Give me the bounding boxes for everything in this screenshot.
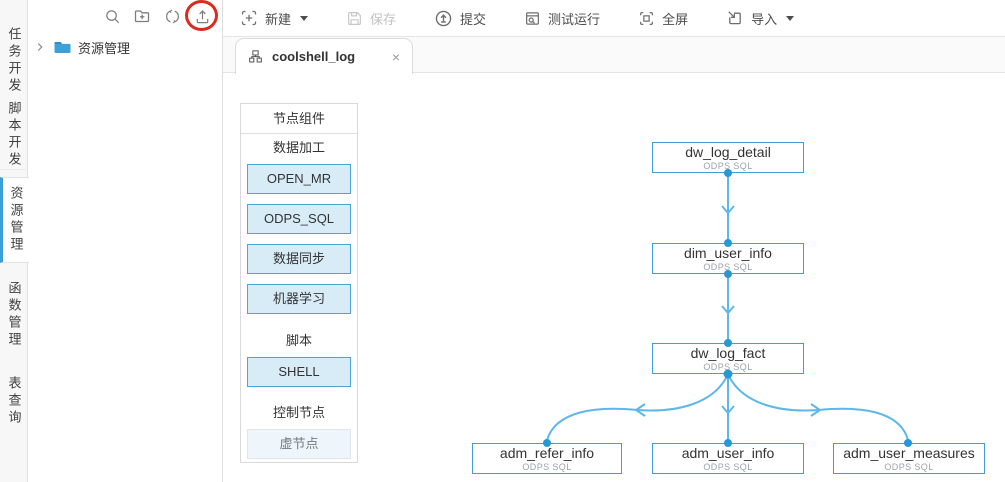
flow-node-dim-user-info[interactable]: dim_user_info ODPS SQL bbox=[652, 243, 804, 274]
palette-section-control-node: 控制节点 bbox=[272, 405, 325, 420]
palette-item-machine-learning[interactable]: 机器学习 bbox=[247, 284, 351, 314]
new-button-label: 新建 bbox=[265, 11, 292, 27]
palette-item-shell[interactable]: SHELL bbox=[247, 357, 351, 387]
sidebar-item-table-query[interactable]: 表查询 bbox=[6, 375, 22, 427]
chevron-right-icon[interactable] bbox=[33, 40, 47, 54]
resource-explorer-panel: 资源管理 bbox=[28, 0, 223, 482]
tab-coolshell-log[interactable]: coolshell_log × bbox=[235, 38, 413, 74]
tab-title: coolshell_log bbox=[272, 49, 356, 64]
folder-icon bbox=[54, 42, 71, 53]
save-icon bbox=[348, 11, 361, 25]
chevron-down-icon bbox=[786, 15, 795, 21]
palette-section-script: 脚本 bbox=[285, 333, 312, 348]
document-tabbar: coolshell_log × bbox=[223, 37, 1005, 74]
node-subtitle: ODPS SQL bbox=[522, 462, 572, 472]
submit-icon bbox=[435, 10, 452, 26]
fullscreen-button-label: 全屏 bbox=[662, 11, 689, 27]
node-subtitle: ODPS SQL bbox=[703, 362, 753, 372]
sidebar-item-task-dev[interactable]: 任务开发 bbox=[6, 27, 22, 95]
palette-item-virtual-node[interactable]: 虚节点 bbox=[247, 429, 351, 459]
tree-item-resource-mgmt[interactable]: 资源管理 bbox=[33, 37, 130, 57]
palette-item-odps-sql[interactable]: ODPS_SQL bbox=[247, 204, 351, 234]
palette-title: 节点组件 bbox=[241, 104, 357, 134]
new-icon bbox=[241, 10, 257, 26]
flow-node-adm-refer-info[interactable]: adm_refer_info ODPS SQL bbox=[472, 443, 622, 474]
workflow-canvas[interactable]: 节点组件 数据加工 OPEN_MR ODPS_SQL 数据同步 机器学习 脚本 … bbox=[223, 73, 1005, 482]
test-run-button[interactable]: 测试运行 bbox=[524, 9, 600, 28]
save-button[interactable]: 保存 bbox=[346, 9, 396, 28]
test-run-icon bbox=[526, 11, 540, 25]
sidebar-item-script-dev[interactable]: 脚本开发 bbox=[0, 100, 28, 170]
workflow-icon bbox=[249, 50, 262, 63]
node-subtitle: ODPS SQL bbox=[703, 262, 753, 272]
flow-node-adm-user-info[interactable]: adm_user_info ODPS SQL bbox=[652, 443, 804, 474]
node-subtitle: ODPS SQL bbox=[703, 462, 753, 472]
node-title: adm_user_measures bbox=[843, 445, 975, 461]
sidebar-item-function-mgmt[interactable]: 函数管理 bbox=[6, 281, 22, 349]
search-icon[interactable] bbox=[102, 6, 122, 26]
test-run-button-label: 测试运行 bbox=[548, 11, 601, 27]
node-title: dw_log_fact bbox=[690, 345, 766, 361]
flow-node-adm-user-measures[interactable]: adm_user_measures ODPS SQL bbox=[833, 443, 985, 474]
refresh-icon[interactable] bbox=[162, 6, 182, 26]
main-area: 新建 保存 提交 测试运行 全屏 导入 bbox=[223, 0, 1005, 482]
new-button[interactable]: 新建 bbox=[240, 9, 309, 28]
sidebar-item-resource-mgmt[interactable]: 资源管理 bbox=[0, 177, 29, 263]
node-title: adm_user_info bbox=[681, 445, 775, 461]
flow-node-dw-log-fact[interactable]: dw_log_fact ODPS SQL bbox=[652, 343, 804, 374]
import-button[interactable]: 导入 bbox=[726, 9, 795, 28]
fullscreen-button[interactable]: 全屏 bbox=[638, 9, 688, 28]
save-button-label: 保存 bbox=[370, 11, 397, 27]
node-title: dim_user_info bbox=[684, 245, 772, 261]
node-subtitle: ODPS SQL bbox=[703, 161, 753, 171]
palette-item-open-mr[interactable]: OPEN_MR bbox=[247, 164, 351, 194]
flow-node-dw-log-detail[interactable]: dw_log_detail ODPS SQL bbox=[652, 142, 804, 173]
upload-icon[interactable] bbox=[185, 0, 218, 31]
node-subtitle: ODPS SQL bbox=[884, 462, 934, 472]
fullscreen-icon bbox=[640, 11, 654, 25]
tree-item-label: 资源管理 bbox=[78, 40, 131, 56]
palette-section-data-processing: 数据加工 bbox=[272, 140, 325, 155]
module-sidebar: 任务开发 脚本开发 资源管理 函数管理 表查询 bbox=[0, 0, 29, 482]
new-folder-icon[interactable] bbox=[132, 6, 152, 26]
import-button-label: 导入 bbox=[751, 11, 778, 27]
chevron-down-icon bbox=[300, 15, 309, 21]
import-icon bbox=[728, 11, 741, 25]
palette-item-data-sync[interactable]: 数据同步 bbox=[247, 244, 351, 274]
close-icon[interactable]: × bbox=[391, 48, 400, 65]
node-title: dw_log_detail bbox=[685, 144, 771, 160]
node-title: adm_refer_info bbox=[499, 445, 595, 461]
editor-toolbar: 新建 保存 提交 测试运行 全屏 导入 bbox=[223, 0, 1005, 37]
submit-button[interactable]: 提交 bbox=[434, 9, 486, 28]
submit-button-label: 提交 bbox=[460, 11, 487, 27]
node-palette: 节点组件 数据加工 OPEN_MR ODPS_SQL 数据同步 机器学习 脚本 … bbox=[240, 103, 358, 463]
explorer-toolbar bbox=[102, 0, 218, 31]
